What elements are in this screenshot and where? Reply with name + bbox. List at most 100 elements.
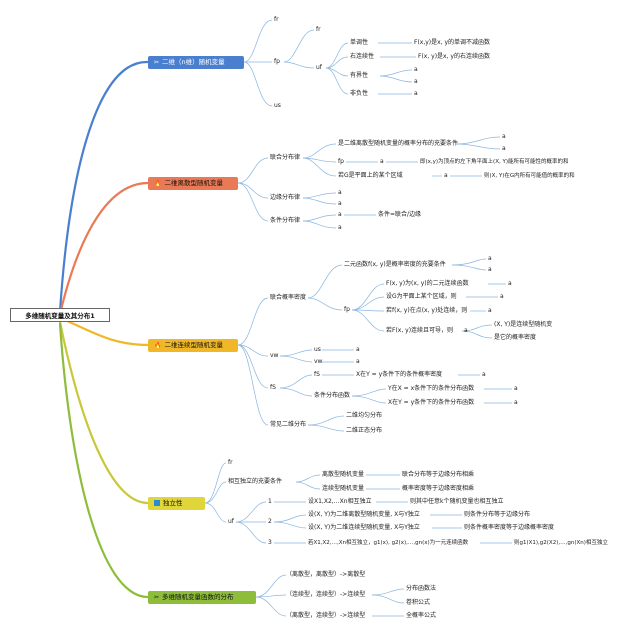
node-total-probability[interactable]: 全概率公式 [406, 612, 437, 619]
node-a[interactable]: a [488, 266, 492, 273]
node-right-continuous-desc[interactable]: F(x, y)是x, y的右连续函数 [418, 53, 490, 60]
node-cdf-method[interactable]: 分布函数法 [406, 585, 437, 592]
node-theorem-4-result[interactable]: 则g1(X1),g2(X2),…,gn(Xn)相互独立 [514, 540, 608, 546]
node-a[interactable]: a [338, 189, 342, 196]
node-fs[interactable]: fS [270, 384, 276, 391]
node-a[interactable]: a [444, 172, 448, 179]
node-fp[interactable]: fp [344, 306, 350, 313]
node-joint-density[interactable]: 联合概率密度 [270, 294, 307, 301]
node-theorem-2-result[interactable]: 则条件分布等于边缘分布 [464, 511, 531, 518]
node-differentiable[interactable]: 若F(x, y)连续且可导，则 [386, 327, 454, 334]
node-theorem-1-result[interactable]: 则其中任意k个随机变量也相互独立 [410, 498, 504, 505]
node-a[interactable]: a [502, 133, 506, 140]
node-fp[interactable]: fp [274, 58, 280, 65]
node-discrete-discrete[interactable]: （离散型，离散型）->离散型 [286, 571, 366, 578]
fire-icon: 🔥 [154, 342, 162, 349]
node-marginal-law[interactable]: 边缘分布律 [270, 194, 301, 201]
branch-5-topic[interactable]: ✂多维随机变量函数的分布 [148, 591, 256, 604]
node-conditional-cdf[interactable]: 条件分布函数 [314, 392, 351, 399]
node-theorem-3-result[interactable]: 则条件概率密度等于边缘概率密度 [464, 524, 555, 531]
node-convolution[interactable]: 卷积公式 [406, 599, 431, 606]
node-a[interactable]: a [514, 399, 518, 406]
node-condition[interactable]: 是二维离散型随机变量的概率分布的充要条件 [338, 140, 459, 147]
node-a[interactable]: a [502, 145, 506, 152]
branch-2-title: 二维离散型随机变量 [164, 179, 223, 187]
node-theorem-4[interactable]: 若X1,X2,…,Xn相互独立，g1(x), g2(x),…,gn(x)为一元连… [308, 540, 469, 546]
node-a[interactable]: a [356, 358, 360, 365]
branch-2-topic[interactable]: 🔥二维离散型随机变量 [148, 177, 238, 190]
node-a[interactable]: a [514, 385, 518, 392]
node-monotonic[interactable]: 单调性 [350, 39, 369, 46]
node-joint-law[interactable]: 联合分布律 [270, 154, 301, 161]
node-density-condition[interactable]: 二元函数f(x, y)是概率密度的充要条件 [344, 261, 446, 268]
node-a[interactable]: a [508, 280, 512, 287]
node-a[interactable]: a [338, 200, 342, 207]
node-us[interactable]: us [274, 102, 281, 109]
branch-1-topic[interactable]: ✂二维（n维）随机变量 [148, 56, 244, 69]
branch-1-title: 二维（n维）随机变量 [162, 58, 225, 66]
node-theorem-1[interactable]: 设X1,X2,…Xn相互独立 [308, 498, 372, 505]
node-a[interactable]: a [414, 78, 418, 85]
node-a[interactable]: a [338, 211, 342, 218]
node-theorem-3[interactable]: 设(X, Y)为二维连续型随机变量, X与Y独立 [308, 524, 420, 531]
node-cdf-x-given-y[interactable]: X在Y = y条件下的条件分布函数 [388, 399, 475, 406]
branch-line-4 [58, 320, 150, 505]
node-region-g[interactable]: 设G为平面上某个区域，则 [386, 293, 457, 300]
node-discrete-rv[interactable]: 离散型随机变量 [322, 471, 365, 478]
node-a[interactable]: a [338, 224, 342, 231]
node-num-3[interactable]: 3 [268, 539, 272, 546]
node-a[interactable]: a [488, 255, 492, 262]
branch-3-topic[interactable]: 🔥二维连续型随机变量 [148, 339, 238, 352]
node-uniform[interactable]: 二维均匀分布 [346, 412, 383, 419]
branch-4-title: 独立性 [163, 499, 183, 507]
branch-line-5 [58, 322, 150, 599]
root-topic[interactable]: 多维随机变量及其分布1 [10, 308, 110, 322]
node-discrete-rule[interactable]: 联合分布等于边缘分布相乘 [402, 471, 475, 478]
node-vw2[interactable]: vw [314, 358, 323, 365]
node-num-2[interactable]: 2 [268, 518, 272, 525]
node-its-density[interactable]: 是它的概率密度 [494, 334, 537, 341]
node-fs2[interactable]: fS [314, 371, 320, 378]
node-num-1[interactable]: 1 [268, 498, 272, 505]
node-a[interactable]: a [464, 327, 468, 334]
node-continuous-at-point[interactable]: 若f(x, y)在点(x, y)处连续，则 [386, 307, 468, 314]
node-a[interactable]: a [414, 90, 418, 97]
node-a[interactable]: a [482, 371, 486, 378]
node-conditional-law[interactable]: 条件分布律 [270, 217, 301, 224]
node-common-distributions[interactable]: 常见二维分布 [270, 421, 307, 428]
node-uf[interactable]: uf [316, 64, 322, 71]
node-continuous-rv[interactable]: (X, Y)是连续型随机变 [494, 321, 553, 328]
node-fp[interactable]: fp [338, 158, 344, 165]
node-independence-condition[interactable]: 相互独立的充要条件 [228, 478, 283, 485]
node-vw[interactable]: vw [270, 352, 279, 359]
branch-4-topic[interactable]: 独立性 [148, 497, 205, 510]
node-normal[interactable]: 二维正态分布 [346, 427, 383, 434]
node-a[interactable]: a [356, 346, 360, 353]
branch-3-title: 二维连续型随机变量 [164, 341, 223, 349]
node-monotonic-desc[interactable]: F(x,y)是x, y的单调不减函数 [414, 39, 491, 46]
node-conditional-rule[interactable]: 条件=联合/边缘 [378, 211, 422, 218]
node-a[interactable]: a [500, 293, 504, 300]
node-region[interactable]: 若G是平面上的某个区域 [338, 172, 403, 179]
node-uf[interactable]: uf [228, 518, 234, 525]
node-continuous-rule[interactable]: 概率密度等于边缘密度相乘 [402, 485, 475, 492]
node-fr[interactable]: fr [274, 16, 279, 23]
node-discrete-continuous[interactable]: （离散型，连续型）->连续型 [286, 612, 366, 619]
node-continuous-cdf[interactable]: F(x, y)为(x, y)的二元连续函数 [386, 280, 469, 287]
node-right-continuous[interactable]: 右连续性 [350, 53, 375, 60]
node-a[interactable]: a [414, 66, 418, 73]
node-a[interactable]: a [380, 158, 384, 165]
node-fr[interactable]: fr [228, 459, 233, 466]
node-region-result[interactable]: 则(X, Y)在G内所有可能值的概率的和 [484, 173, 575, 179]
node-conditional-density[interactable]: X在Y = y条件下的条件概率密度 [356, 371, 443, 378]
node-theorem-2[interactable]: 设(X, Y)为二维离散型随机变量, X与Y独立 [308, 511, 420, 518]
node-continuous-rv[interactable]: 连续型随机变量 [322, 485, 365, 492]
node-fr2[interactable]: fr [316, 26, 321, 33]
node-cdf-y-given-x[interactable]: Y在X = x条件下的条件分布函数 [388, 385, 475, 392]
node-bounded[interactable]: 有界性 [350, 72, 369, 79]
node-us[interactable]: us [314, 346, 321, 353]
node-a[interactable]: a [488, 307, 492, 314]
node-continuous-continuous[interactable]: （连续型，连续型）->连续型 [286, 591, 366, 598]
node-nonnegative[interactable]: 非负性 [350, 90, 369, 97]
node-fp-result[interactable]: 即(x,y)为顶点的左下角平面上(X, Y)能所有可能性的概率的和 [420, 159, 569, 165]
